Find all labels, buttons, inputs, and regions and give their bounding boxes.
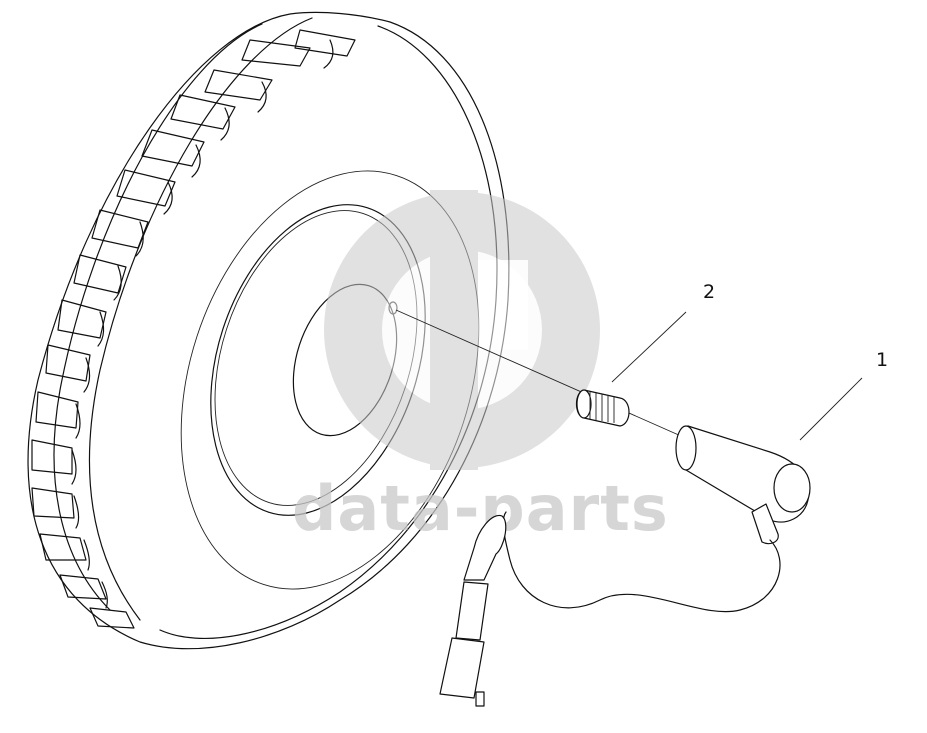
watermark — [324, 190, 600, 470]
callout-label-1: 1 — [876, 349, 888, 371]
needle-bearing — [575, 389, 630, 427]
tread-pattern — [31, 29, 356, 629]
callout-label-2: 2 — [703, 281, 715, 303]
callout-leader-1 — [799, 377, 863, 441]
callout-leader-2 — [611, 311, 687, 383]
tyre — [27, 11, 510, 650]
assembly-axis — [395, 309, 691, 441]
sensor-connector — [439, 514, 507, 707]
wheel-sensor — [502, 425, 811, 613]
